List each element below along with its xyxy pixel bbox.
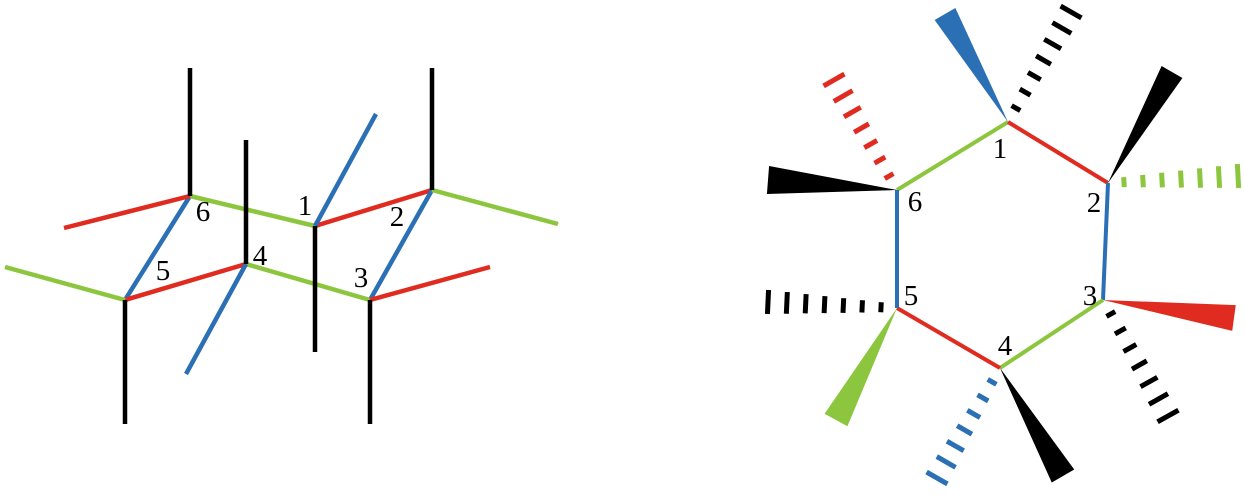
hexagon-hash-tick-2-2 [1159, 172, 1165, 188]
hexagon-hash-tick-5-4 [802, 293, 809, 314]
hexagon-hash-bond-3 [1105, 309, 1180, 425]
hexagon-wedge-bond-1 [934, 7, 1008, 123]
hexagon-hash-tick-4-6 [925, 469, 949, 487]
hexagon-hash-tick-1-2 [1026, 70, 1042, 82]
hexagon-hash-tick-6-4 [842, 105, 862, 120]
hexagon-hash-tick-2-3 [1178, 170, 1184, 188]
chair-equatorial-bond-3 [369, 264, 491, 303]
chair-ring-bond-6-1 [189, 193, 316, 229]
chair-ring-bond-4-5 [124, 261, 247, 303]
hexagon-hash-bond-4 [925, 377, 998, 487]
hexagon-ring-bond-4-5 [895, 306, 1002, 370]
hexagon-hash-tick-2-0 [1121, 177, 1127, 188]
hexagon-vertex-label-2: 2 [1087, 187, 1102, 219]
hexagon-hash-tick-6-1 [873, 154, 887, 166]
chair-equatorial-bond-5 [4, 264, 126, 303]
chair-ring-bond-5-6 [123, 194, 192, 302]
hexagon-hash-tick-3-3 [1130, 358, 1149, 372]
hexagon-vertex-label-5: 5 [904, 280, 919, 312]
hexagon-hash-tick-3-2 [1122, 342, 1138, 354]
hexagon-hash-tick-6-0 [883, 171, 895, 181]
hexagon-hash-tick-5-3 [821, 296, 828, 314]
hexagon-ring-bond-3-4 [998, 298, 1105, 370]
chair-equatorial-bond-1 [313, 112, 378, 228]
hexagon-hash-tick-6-2 [863, 138, 879, 150]
hexagon-hash-tick-4-3 [955, 423, 974, 437]
chair-vertex-label-6: 6 [196, 196, 211, 228]
hexagon-hash-tick-3-5 [1147, 391, 1170, 407]
hexagon-hash-tick-1-6 [1059, 3, 1083, 21]
chair-ring-bond-2-3 [368, 188, 434, 302]
chair-equatorial-bond-2 [431, 187, 559, 227]
hexagon-projection-group: 1 2 3 4 5 6 [764, 3, 1242, 487]
chair-vertex-label-4: 4 [253, 240, 268, 272]
hexagon-vertex-label-4: 4 [998, 330, 1013, 362]
hexagon-hash-tick-5-1 [859, 300, 865, 313]
chair-equatorial-bond-4 [184, 262, 248, 376]
hexagon-hash-tick-4-2 [966, 408, 982, 420]
hexagon-wedge-bond-3 [1103, 300, 1236, 331]
hexagon-hash-bond-2 [1121, 163, 1242, 189]
chair-ring-bond-3-4 [245, 261, 371, 303]
hexagon-hash-tick-4-4 [945, 438, 965, 453]
hexagon-hash-tick-5-6 [764, 289, 772, 315]
hexagon-hash-tick-1-4 [1043, 37, 1063, 52]
hexagon-hash-tick-5-5 [783, 291, 790, 314]
hexagon-hash-tick-3-4 [1139, 375, 1159, 389]
hexagon-vertex-label-6: 6 [908, 186, 923, 218]
hexagon-ring-bond-1-2 [1006, 120, 1110, 185]
chair-conformation-group: 6 1 2 5 4 3 [4, 68, 559, 424]
chair-vertex-label-2: 2 [390, 201, 405, 233]
chair-ring-bond-1-2 [314, 187, 433, 229]
hexagon-hash-tick-4-5 [935, 454, 957, 470]
hexagon-hash-tick-4-0 [986, 377, 998, 387]
hexagon-hash-tick-6-6 [822, 71, 846, 89]
hexagon-hash-tick-1-3 [1034, 53, 1053, 67]
hexagon-hash-tick-2-1 [1140, 174, 1146, 188]
hexagon-hash-tick-2-4 [1196, 168, 1204, 188]
hexagon-hash-tick-5-2 [840, 298, 847, 313]
hexagon-wedge-bond-2 [1108, 66, 1183, 183]
hexagon-hash-tick-3-0 [1105, 309, 1117, 319]
hexagon-wedge-bond-5 [824, 308, 897, 427]
hexagon-vertex-label-1: 1 [993, 133, 1008, 165]
chair-vertex-label-3: 3 [354, 262, 369, 294]
hexagon-hash-tick-3-6 [1156, 407, 1180, 425]
chair-vertex-label-1: 1 [298, 190, 313, 222]
hexagon-vertex-label-3: 3 [1083, 280, 1098, 312]
hexagon-wedge-bond-4 [1000, 368, 1075, 483]
hexagon-hash-tick-1-1 [1018, 86, 1032, 98]
hexagon-hash-tick-4-1 [976, 392, 990, 404]
hexagon-hash-bond-5 [764, 289, 884, 315]
hexagon-ring-bond-2-3 [1101, 182, 1110, 301]
hexagon-hash-tick-6-3 [852, 121, 871, 135]
chair-equatorial-bond-6 [63, 193, 191, 231]
hexagon-hash-tick-3-1 [1113, 325, 1127, 337]
hexagon-wedge-bond-6 [766, 166, 897, 194]
hexagon-hash-tick-6-5 [832, 88, 854, 104]
hexagon-hash-tick-1-5 [1051, 20, 1073, 36]
hexagon-hash-tick-2-5 [1215, 166, 1223, 188]
hexagon-hash-bond-1 [1010, 3, 1083, 113]
hexagon-hash-tick-2-6 [1234, 163, 1242, 189]
hexagon-hash-tick-1-0 [1010, 103, 1022, 113]
chair-vertex-label-5: 5 [156, 255, 171, 287]
hexagon-hash-bond-6 [822, 71, 895, 181]
hexagon-ring-bond-6-1 [895, 120, 1010, 192]
